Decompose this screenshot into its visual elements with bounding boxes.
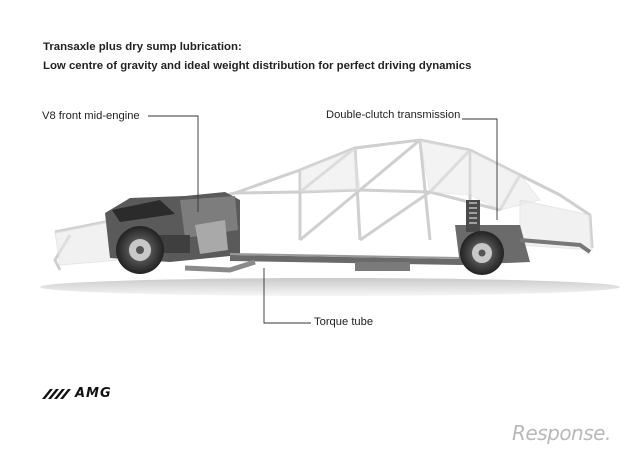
response-watermark: Response.: [512, 421, 611, 445]
torque-tube: [184, 253, 461, 273]
ground-shadow: [40, 278, 620, 296]
engine-callout-label: V8 front mid-engine: [42, 110, 140, 122]
headline-line-2: Low centre of gravity and ideal weight d…: [43, 60, 472, 72]
amg-logo: AMG: [42, 386, 112, 401]
front-wheel: [116, 226, 164, 274]
callout-leaders: [148, 115, 498, 324]
engine-leader: [148, 115, 199, 212]
headline-line-1: Transaxle plus dry sump lubrication:: [43, 41, 242, 53]
torque-tube-callout-label: Torque tube: [314, 316, 374, 328]
amg-logo-text: AMG: [75, 386, 112, 401]
diagram-headline: Transaxle plus dry sump lubrication: Low…: [43, 38, 471, 76]
torque-tube-leader: [263, 268, 311, 324]
frame-panels: [54, 139, 593, 266]
transmission-leader: [462, 118, 498, 220]
amg-stripes-icon: [42, 388, 71, 399]
rear-wheel: [460, 231, 504, 275]
transmission-callout-label: Double-clutch transmission: [326, 109, 461, 121]
